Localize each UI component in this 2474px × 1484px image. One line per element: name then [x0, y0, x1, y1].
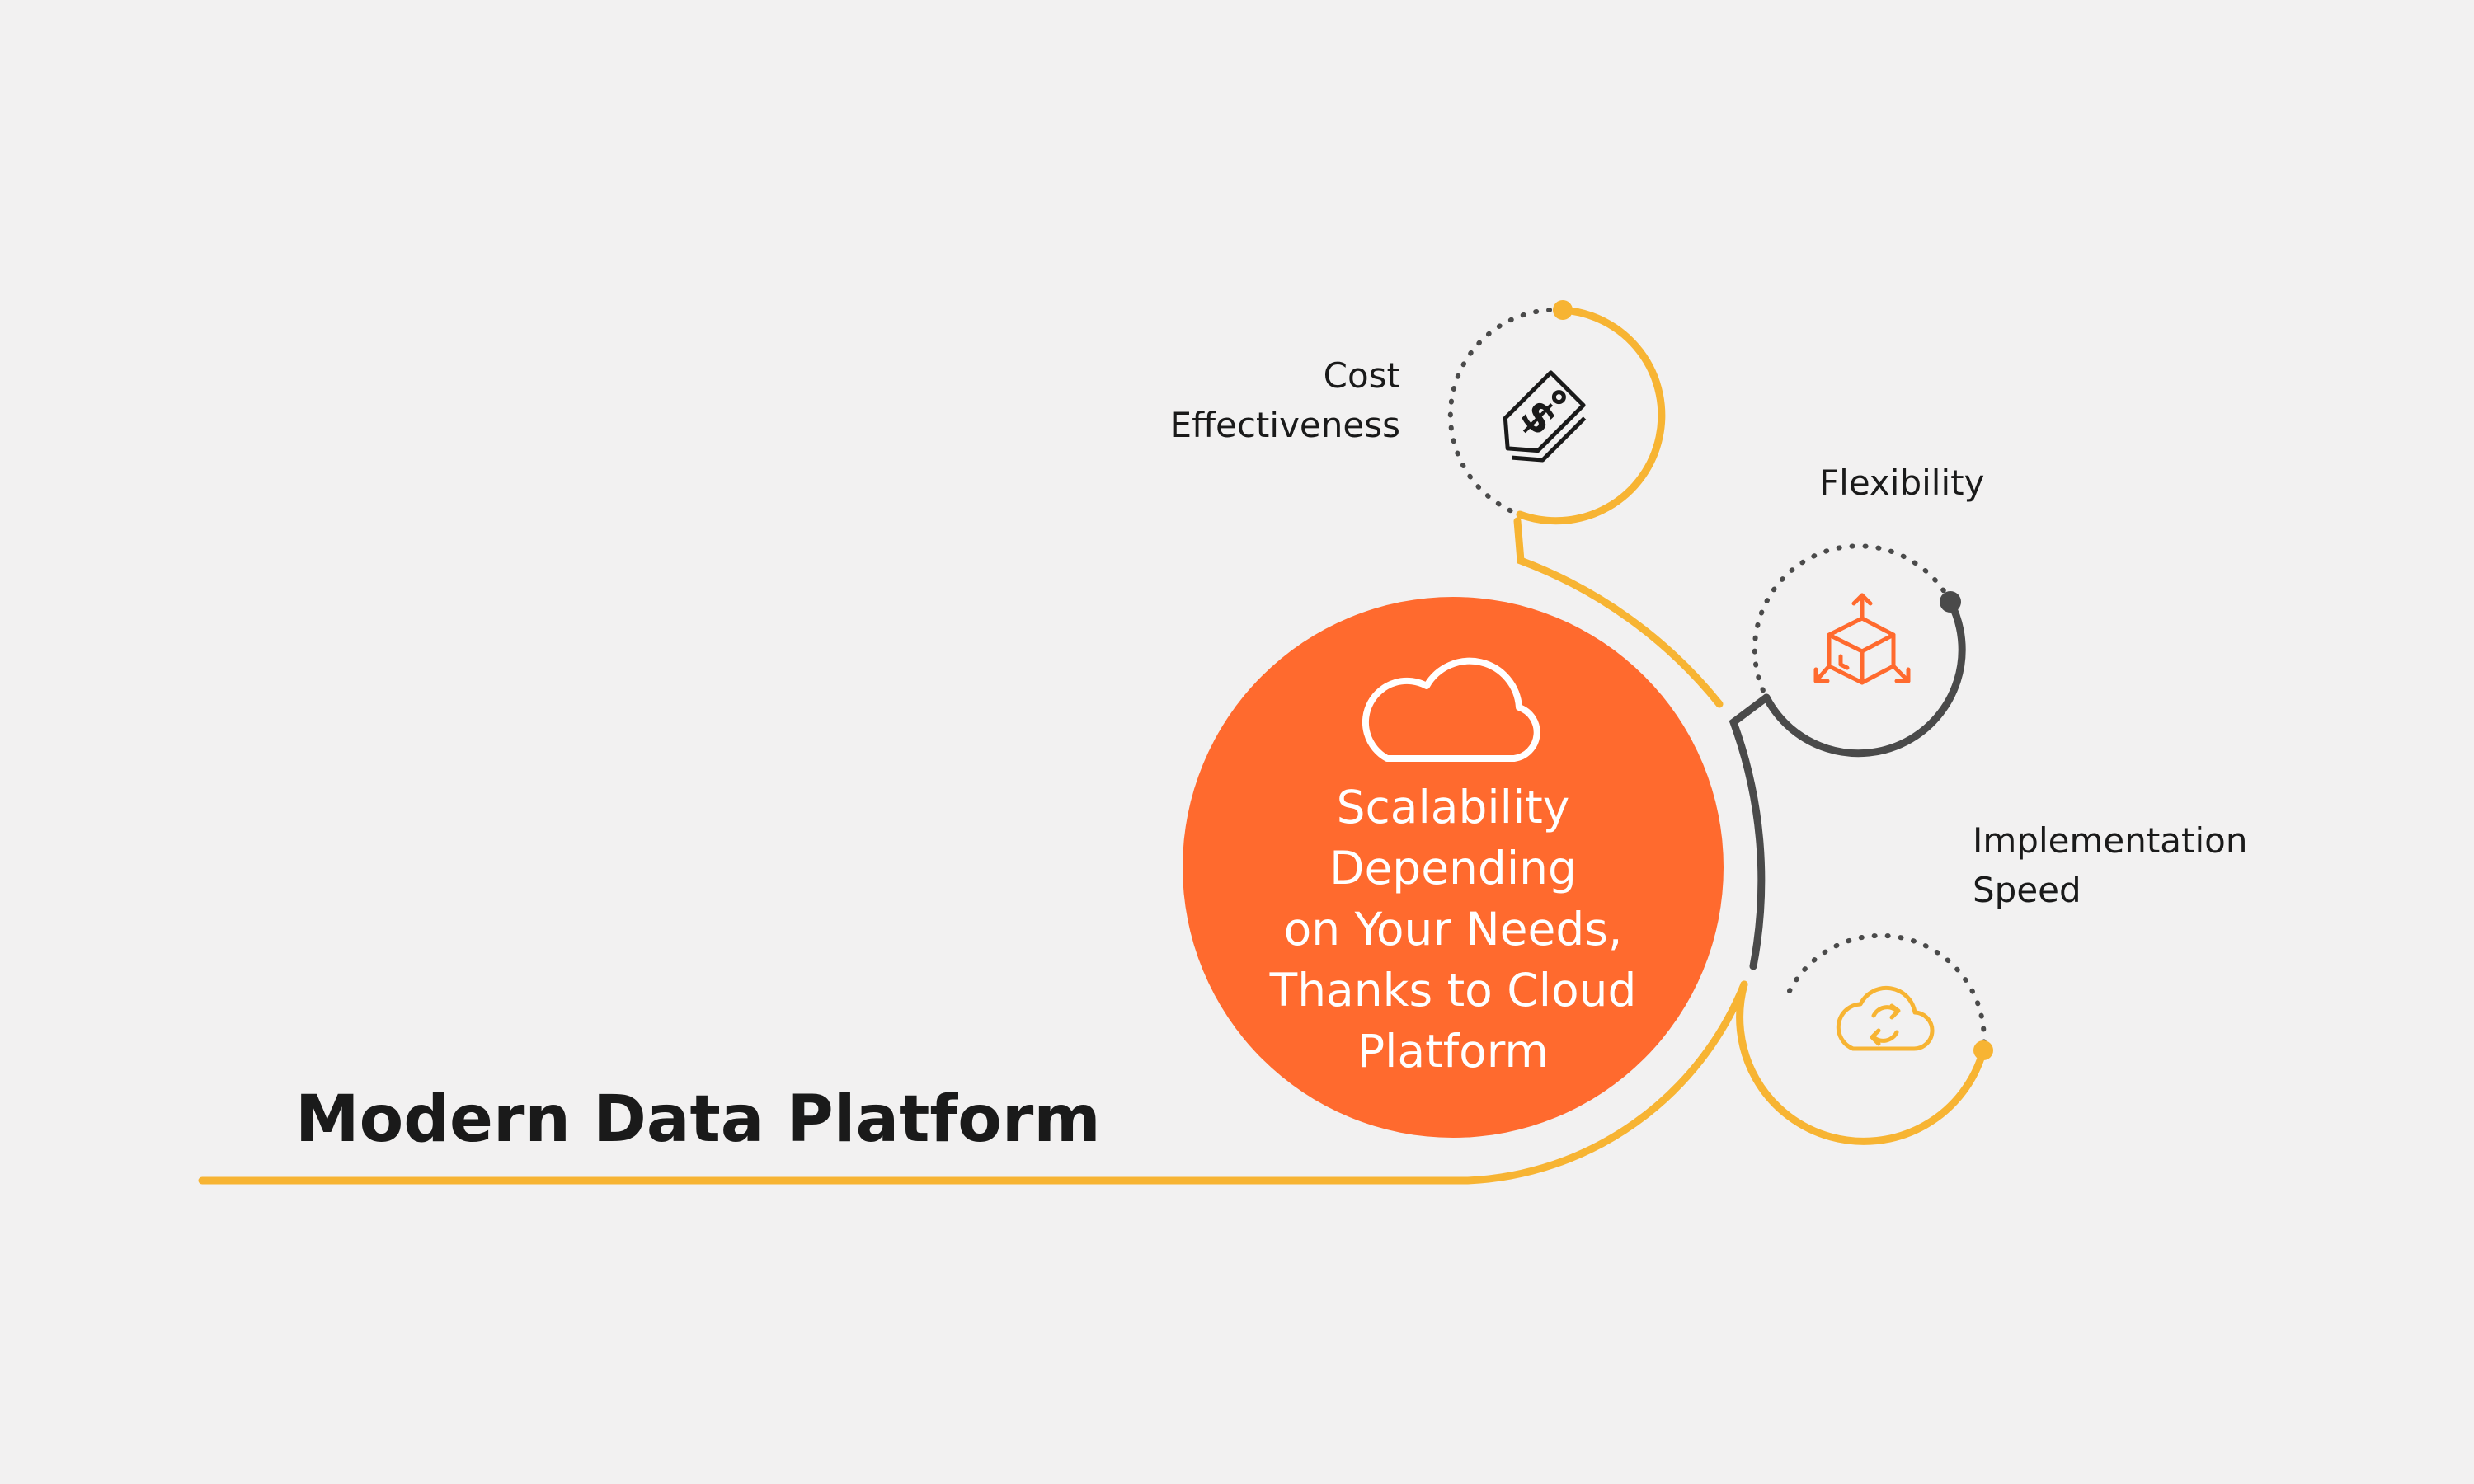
node-ring-dotted — [1752, 543, 1953, 700]
node-ring-dotted — [1787, 932, 1987, 1053]
node-ring-solid — [1736, 980, 1987, 1145]
center-circle — [1183, 597, 1724, 1138]
center-text-line: Scalability — [1337, 781, 1570, 834]
node-ring-solid — [1516, 306, 1666, 525]
center-text-line: Depending — [1329, 842, 1577, 895]
label-cost-effectiveness: Cost Effectiveness — [1170, 355, 1400, 445]
cloud-sync-icon — [1836, 985, 1935, 1051]
node-label-line: Cost — [1324, 355, 1400, 396]
node-label-line: Speed — [1973, 870, 2081, 910]
center-text: Scalability Depending on Your Needs, Tha… — [1269, 781, 1637, 1078]
center-text-line: Platform — [1357, 1025, 1549, 1078]
node-dot — [1973, 1040, 1993, 1060]
box-arrows-icon — [1813, 593, 1911, 685]
node-implementation-speed — [1736, 932, 1993, 1145]
cloud-icon — [1362, 657, 1540, 762]
page-title: Modern Data Platform — [295, 1082, 1101, 1157]
center-text-line: Thanks to Cloud — [1269, 964, 1637, 1017]
flexibility-connector — [1729, 693, 1771, 970]
node-dot — [1940, 591, 1961, 613]
baseline-connector — [198, 980, 1748, 1185]
node-cost-effectiveness: $ — [1447, 300, 1666, 525]
node-label-line: Effectiveness — [1170, 405, 1400, 445]
label-implementation-speed: Implementation Speed — [1973, 820, 2248, 910]
cost-connector — [1513, 517, 1724, 708]
node-dot — [1553, 300, 1573, 320]
node-label-line: Implementation — [1973, 820, 2248, 861]
price-tag-dollar-icon: $ — [1503, 370, 1587, 463]
label-flexibility: Flexibility — [1819, 463, 1984, 503]
node-label-line: Flexibility — [1819, 463, 1984, 503]
node-ring-solid — [1762, 598, 1966, 758]
center-text-line: on Your Needs, — [1284, 903, 1623, 956]
svg-text:$: $ — [1511, 389, 1567, 445]
node-flexibility — [1752, 543, 1966, 758]
